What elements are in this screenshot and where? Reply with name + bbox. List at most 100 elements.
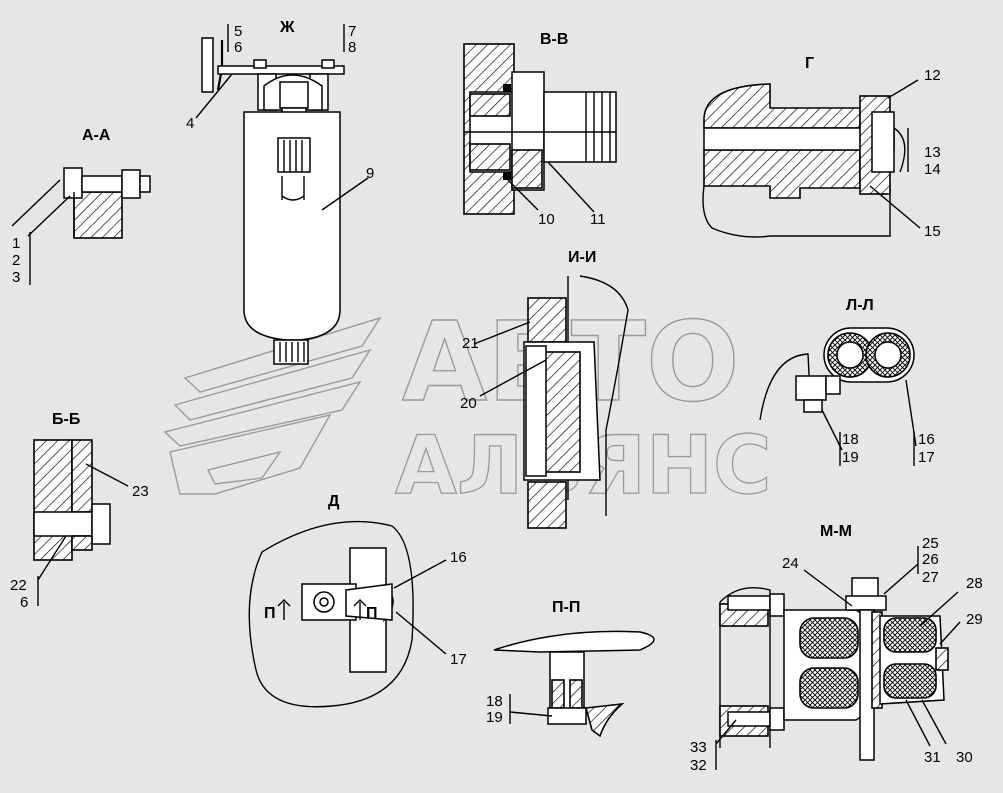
section-title-ll: Л-Л <box>846 297 874 314</box>
callout-d-17: 17 <box>450 651 467 668</box>
section-title-d: Д <box>328 493 340 510</box>
callout-zh-7: 7 <box>348 23 356 40</box>
d-leader-lines <box>393 559 447 655</box>
section-title-aa: А-А <box>82 127 111 144</box>
pp-leader-lines <box>509 694 553 724</box>
section-mm: М-М 24 25 26 27 28 29 30 31 33 32 <box>690 523 983 774</box>
callout-vv-11: 11 <box>590 211 606 228</box>
vv-fitting <box>543 91 617 163</box>
bb-bolt-body <box>33 511 93 537</box>
ii-leader-lines <box>473 321 547 397</box>
bb-wall <box>33 439 73 561</box>
callout-pp-18: 18 <box>486 693 503 710</box>
callout-mm-29: 29 <box>966 611 983 628</box>
callout-bb-6: 6 <box>20 594 28 611</box>
callout-pp-19: 19 <box>486 709 503 726</box>
ii-lower-block <box>527 481 567 529</box>
section-title-pp: П-П <box>552 599 580 616</box>
section-title-ii: И-И <box>568 249 596 266</box>
callout-zh-8: 8 <box>348 39 356 56</box>
section-ii: И-И 21 20 <box>460 249 629 529</box>
zh-wall <box>201 37 214 93</box>
d-section-mark-right: П <box>366 605 378 622</box>
callout-zh-6: 6 <box>234 39 242 56</box>
zh-nut <box>277 137 311 173</box>
callout-ii-21: 21 <box>462 335 479 352</box>
mm-rubber-right-upper <box>883 617 937 653</box>
callout-mm-26: 26 <box>922 551 939 568</box>
section-zh: Ж 5 6 7 8 4 9 <box>186 19 374 365</box>
callout-g-15: 15 <box>924 223 941 240</box>
ll-bolt <box>795 375 827 401</box>
section-title-mm: М-М <box>820 523 852 540</box>
callout-mm-28: 28 <box>966 575 983 592</box>
zh-leader-lines <box>195 24 369 211</box>
watermark-logo-icon <box>163 316 382 495</box>
callout-mm-24: 24 <box>782 555 799 572</box>
bb-bolt-head <box>91 503 111 545</box>
pp-cover <box>493 630 655 653</box>
mm-rubber-right-lower <box>883 663 937 699</box>
callout-aa-2: 2 <box>12 252 20 269</box>
aa-bracket <box>73 191 123 239</box>
section-vv: В-В 10 11 <box>463 31 617 228</box>
zh-fitting <box>279 81 309 109</box>
section-title-zh: Ж <box>279 19 295 36</box>
section-title-vv: В-В <box>540 31 568 48</box>
callout-mm-27: 27 <box>922 569 939 586</box>
g-leader-lines <box>869 79 921 229</box>
callout-g-14: 14 <box>924 161 941 178</box>
callout-aa-1: 1 <box>12 235 20 252</box>
callout-mm-33: 33 <box>690 739 707 756</box>
section-title-g: Г <box>805 55 814 72</box>
ii-upper-block <box>527 297 567 343</box>
callout-g-13: 13 <box>924 144 941 161</box>
d-section-mark-left: П <box>264 605 276 622</box>
callout-zh-5: 5 <box>234 23 242 40</box>
callout-d-16: 16 <box>450 549 467 566</box>
mm-leader-lines <box>715 546 961 770</box>
callout-ll-18: 18 <box>842 431 859 448</box>
mm-bolt-head <box>851 577 879 599</box>
callout-vv-10: 10 <box>538 211 555 228</box>
section-pp: П-П 18 19 <box>486 599 655 738</box>
callout-bb-22: 22 <box>10 577 27 594</box>
d-outline <box>248 520 414 708</box>
callout-ll-16: 16 <box>918 431 935 448</box>
section-ll: Л-Л 18 19 16 17 <box>759 297 935 466</box>
g-lower-block <box>703 149 861 199</box>
g-pin <box>893 127 906 173</box>
bb-leader-lines <box>37 463 129 606</box>
section-bb: Б-Б 23 22 6 <box>10 411 149 611</box>
vv-leader-lines <box>505 161 595 213</box>
callout-zh-4: 4 <box>186 115 194 132</box>
d-section-arrows <box>277 599 367 620</box>
mm-rubber-upper <box>799 617 859 659</box>
callout-g-12: 12 <box>924 67 941 84</box>
section-aa: А-А 1 2 3 <box>11 127 151 286</box>
bb-plate <box>71 439 93 513</box>
aa-bolt-body <box>81 175 123 193</box>
aa-leader-lines <box>11 179 71 285</box>
callout-ii-20: 20 <box>460 395 477 412</box>
callout-bb-23: 23 <box>132 483 149 500</box>
pp-nut <box>547 707 587 725</box>
callout-mm-32: 32 <box>690 757 707 774</box>
g-upper-block <box>703 83 861 129</box>
aa-nut <box>63 167 83 199</box>
section-title-bb: Б-Б <box>52 411 80 428</box>
zh-drain-plug <box>273 339 309 365</box>
callout-mm-31: 31 <box>924 749 941 766</box>
section-g: Г 12 13 14 15 <box>702 55 941 240</box>
callout-mm-30: 30 <box>956 749 973 766</box>
aa-bolt-head <box>121 169 141 199</box>
callout-zh-9: 9 <box>366 165 374 182</box>
callout-mm-25: 25 <box>922 535 939 552</box>
callout-ll-19: 19 <box>842 449 859 466</box>
zh-bracket <box>217 65 345 75</box>
callout-ll-17: 17 <box>918 449 935 466</box>
callout-aa-3: 3 <box>12 269 20 286</box>
mm-rubber-lower <box>799 667 859 709</box>
